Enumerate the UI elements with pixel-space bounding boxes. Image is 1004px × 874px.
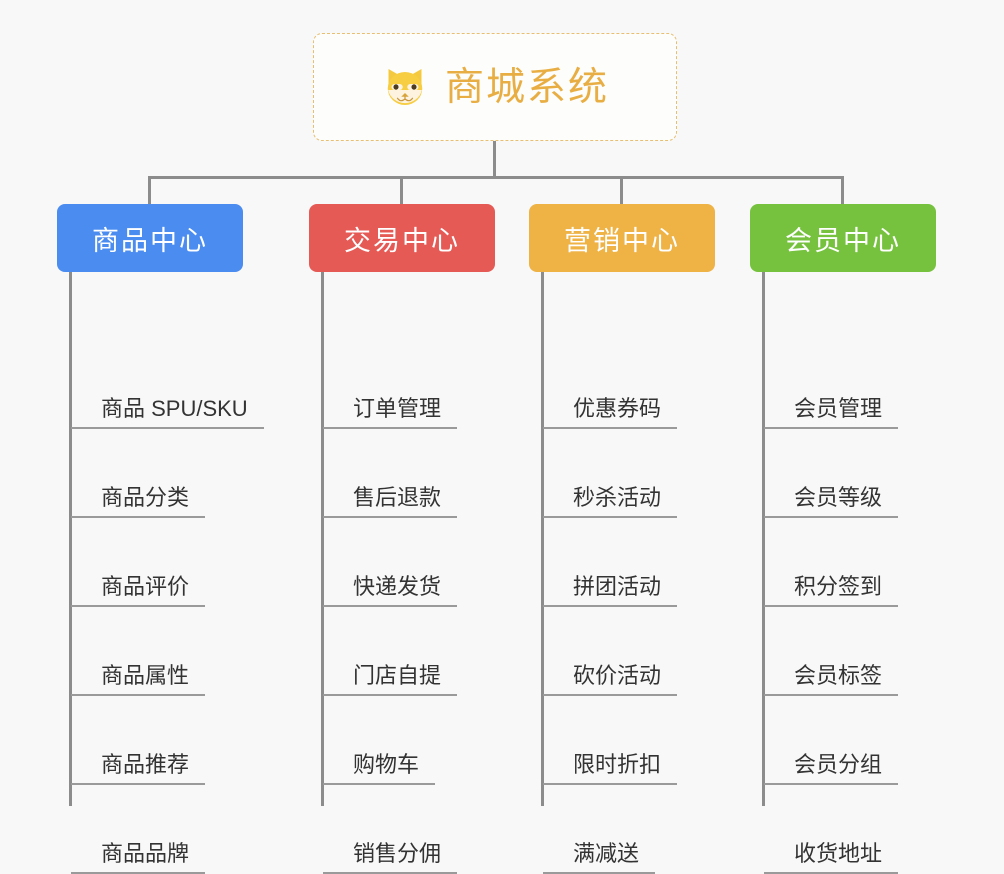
list-item[interactable]: 售后退款 xyxy=(323,429,458,518)
leaf-label: 优惠券码 xyxy=(543,396,678,429)
category-column-marketing: 营销中心 优惠券码 秒杀活动 拼团活动 砍价活动 限时折扣 满减送 xyxy=(529,204,749,874)
leaf-label: 限时折扣 xyxy=(543,752,678,785)
list-item[interactable]: 商品品牌 xyxy=(71,785,206,874)
list-item[interactable]: 积分签到 xyxy=(764,518,899,607)
leaf-label: 销售分佣 xyxy=(323,841,458,874)
leaf-label: 门店自提 xyxy=(323,663,458,696)
leaf-label: 会员标签 xyxy=(764,663,899,696)
connector-drop-3 xyxy=(620,176,623,207)
shiba-dog-icon xyxy=(387,69,423,105)
list-item[interactable]: 满减送 xyxy=(543,785,656,874)
list-item[interactable]: 门店自提 xyxy=(323,607,458,696)
list-item[interactable]: 商品 SPU/SKU xyxy=(71,340,264,429)
leaf-label: 售后退款 xyxy=(323,485,458,518)
list-item[interactable]: 商品分类 xyxy=(71,429,206,518)
leaf-label: 商品属性 xyxy=(71,663,206,696)
category-column-product: 商品中心 商品 SPU/SKU 商品分类 商品评价 商品属性 商品推荐 商品品牌 xyxy=(57,204,307,874)
list-item[interactable]: 限时折扣 xyxy=(543,696,678,785)
category-header-label: 商品中心 xyxy=(92,225,208,256)
column-trunk-marketing xyxy=(541,272,544,806)
leaf-label: 订单管理 xyxy=(323,396,458,429)
leaf-label: 会员等级 xyxy=(764,485,899,518)
leaf-label: 购物车 xyxy=(323,752,436,785)
root-node[interactable]: 商城系统 xyxy=(313,33,677,141)
connector-drop-1 xyxy=(148,176,151,207)
category-header-marketing[interactable]: 营销中心 xyxy=(529,204,715,272)
category-column-member: 会员中心 会员管理 会员等级 积分签到 会员标签 会员分组 收货地址 xyxy=(750,204,970,874)
leaf-label: 商品推荐 xyxy=(71,752,206,785)
list-item[interactable]: 会员管理 xyxy=(764,340,899,429)
column-trunk-product xyxy=(69,272,72,806)
category-header-label: 营销中心 xyxy=(564,225,680,256)
category-header-member[interactable]: 会员中心 xyxy=(750,204,936,272)
leaf-label: 快递发货 xyxy=(323,574,458,607)
list-item[interactable]: 砍价活动 xyxy=(543,607,678,696)
list-item[interactable]: 快递发货 xyxy=(323,518,458,607)
column-trunk-member xyxy=(762,272,765,806)
connector-root-stem xyxy=(493,141,496,177)
category-header-trade[interactable]: 交易中心 xyxy=(309,204,495,272)
list-item[interactable]: 商品评价 xyxy=(71,518,206,607)
mindmap-canvas: 商城系统 商品中心 商品 SPU/SKU 商品分类 商品评价 商品属性 xyxy=(57,33,970,874)
list-item[interactable]: 收货地址 xyxy=(764,785,899,874)
leaf-label: 商品品牌 xyxy=(71,841,206,874)
connector-drop-4 xyxy=(841,176,844,207)
category-header-label: 交易中心 xyxy=(344,225,460,256)
connector-horizontal-bus xyxy=(148,176,844,179)
list-item[interactable]: 商品推荐 xyxy=(71,696,206,785)
list-item[interactable]: 销售分佣 xyxy=(323,785,458,874)
leaf-label: 会员管理 xyxy=(764,396,899,429)
list-item[interactable]: 优惠券码 xyxy=(543,340,678,429)
list-item[interactable]: 会员分组 xyxy=(764,696,899,785)
leaf-label: 收货地址 xyxy=(764,841,899,874)
category-header-product[interactable]: 商品中心 xyxy=(57,204,243,272)
column-trunk-trade xyxy=(321,272,324,806)
list-item[interactable]: 商品属性 xyxy=(71,607,206,696)
category-column-trade: 交易中心 订单管理 售后退款 快递发货 门店自提 购物车 销售分佣 xyxy=(309,204,529,874)
leaf-label: 砍价活动 xyxy=(543,663,678,696)
list-item[interactable]: 秒杀活动 xyxy=(543,429,678,518)
leaf-label: 积分签到 xyxy=(764,574,899,607)
leaf-label: 秒杀活动 xyxy=(543,485,678,518)
leaf-label: 会员分组 xyxy=(764,752,899,785)
list-item[interactable]: 购物车 xyxy=(323,696,436,785)
root-title: 商城系统 xyxy=(444,65,609,109)
list-item[interactable]: 会员标签 xyxy=(764,607,899,696)
leaf-label: 商品分类 xyxy=(71,485,206,518)
list-item[interactable]: 订单管理 xyxy=(323,340,458,429)
category-header-label: 会员中心 xyxy=(785,225,901,256)
connector-drop-2 xyxy=(400,176,403,207)
list-item[interactable]: 会员等级 xyxy=(764,429,899,518)
leaf-label: 拼团活动 xyxy=(543,574,678,607)
leaf-label: 满减送 xyxy=(543,841,656,874)
leaf-label: 商品评价 xyxy=(71,574,206,607)
list-item[interactable]: 拼团活动 xyxy=(543,518,678,607)
leaf-label: 商品 SPU/SKU xyxy=(71,396,264,429)
